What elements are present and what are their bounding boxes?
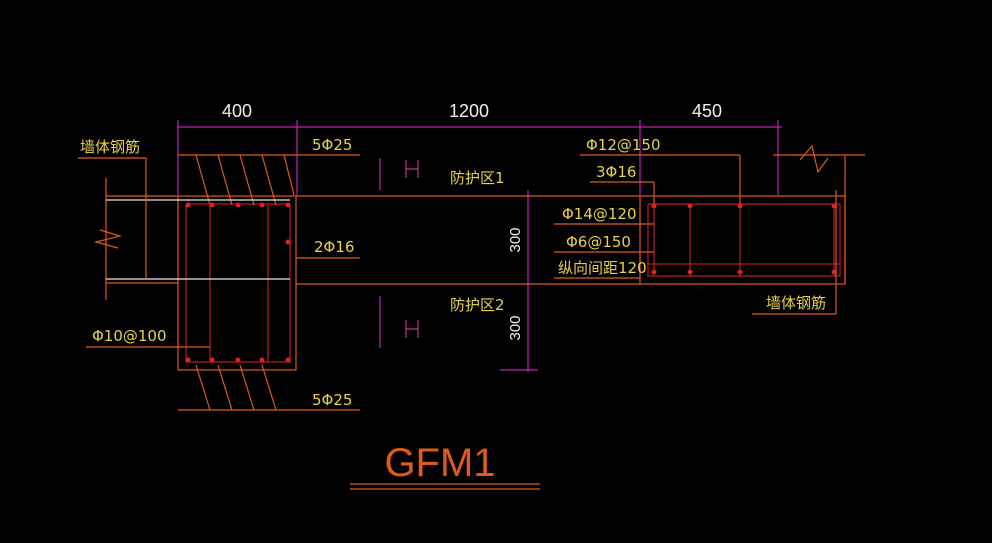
label-bottom-5phi25: 5Φ25: [312, 391, 352, 409]
rebar-dots: [185, 202, 837, 363]
label-phi10-100: Φ10@100: [92, 327, 167, 345]
label-phi6-150: Φ6@150: [566, 233, 631, 251]
dimension-lines: [177, 120, 782, 372]
structure-outline: [93, 144, 865, 411]
label-long-spacing: 纵向间距120: [558, 259, 647, 277]
label-wall-rebar-right: 墙体钢筋: [766, 294, 826, 312]
label-phi12-150: Φ12@150: [586, 136, 661, 154]
label-phi14-120: Φ14@120: [562, 205, 637, 223]
label-top-5phi25: 5Φ25: [312, 136, 352, 154]
leader-lines: [78, 154, 837, 411]
rebar-lines: [106, 199, 841, 363]
dim-300-upper: 300: [507, 227, 524, 252]
dim-300-lower: 300: [507, 315, 524, 340]
label-zone2: 防护区2: [450, 296, 505, 314]
drawing-title: GFM1: [384, 441, 495, 485]
dim-450: 450: [692, 101, 722, 121]
label-wall-rebar-left: 墙体钢筋: [80, 138, 140, 156]
label-zone1: 防护区1: [450, 169, 505, 187]
zone-markers: [405, 160, 419, 338]
label-2phi16: 2Φ16: [314, 238, 354, 256]
label-3phi16: 3Φ16: [596, 163, 636, 181]
dim-1200: 1200: [449, 101, 489, 121]
dim-400: 400: [222, 101, 252, 121]
